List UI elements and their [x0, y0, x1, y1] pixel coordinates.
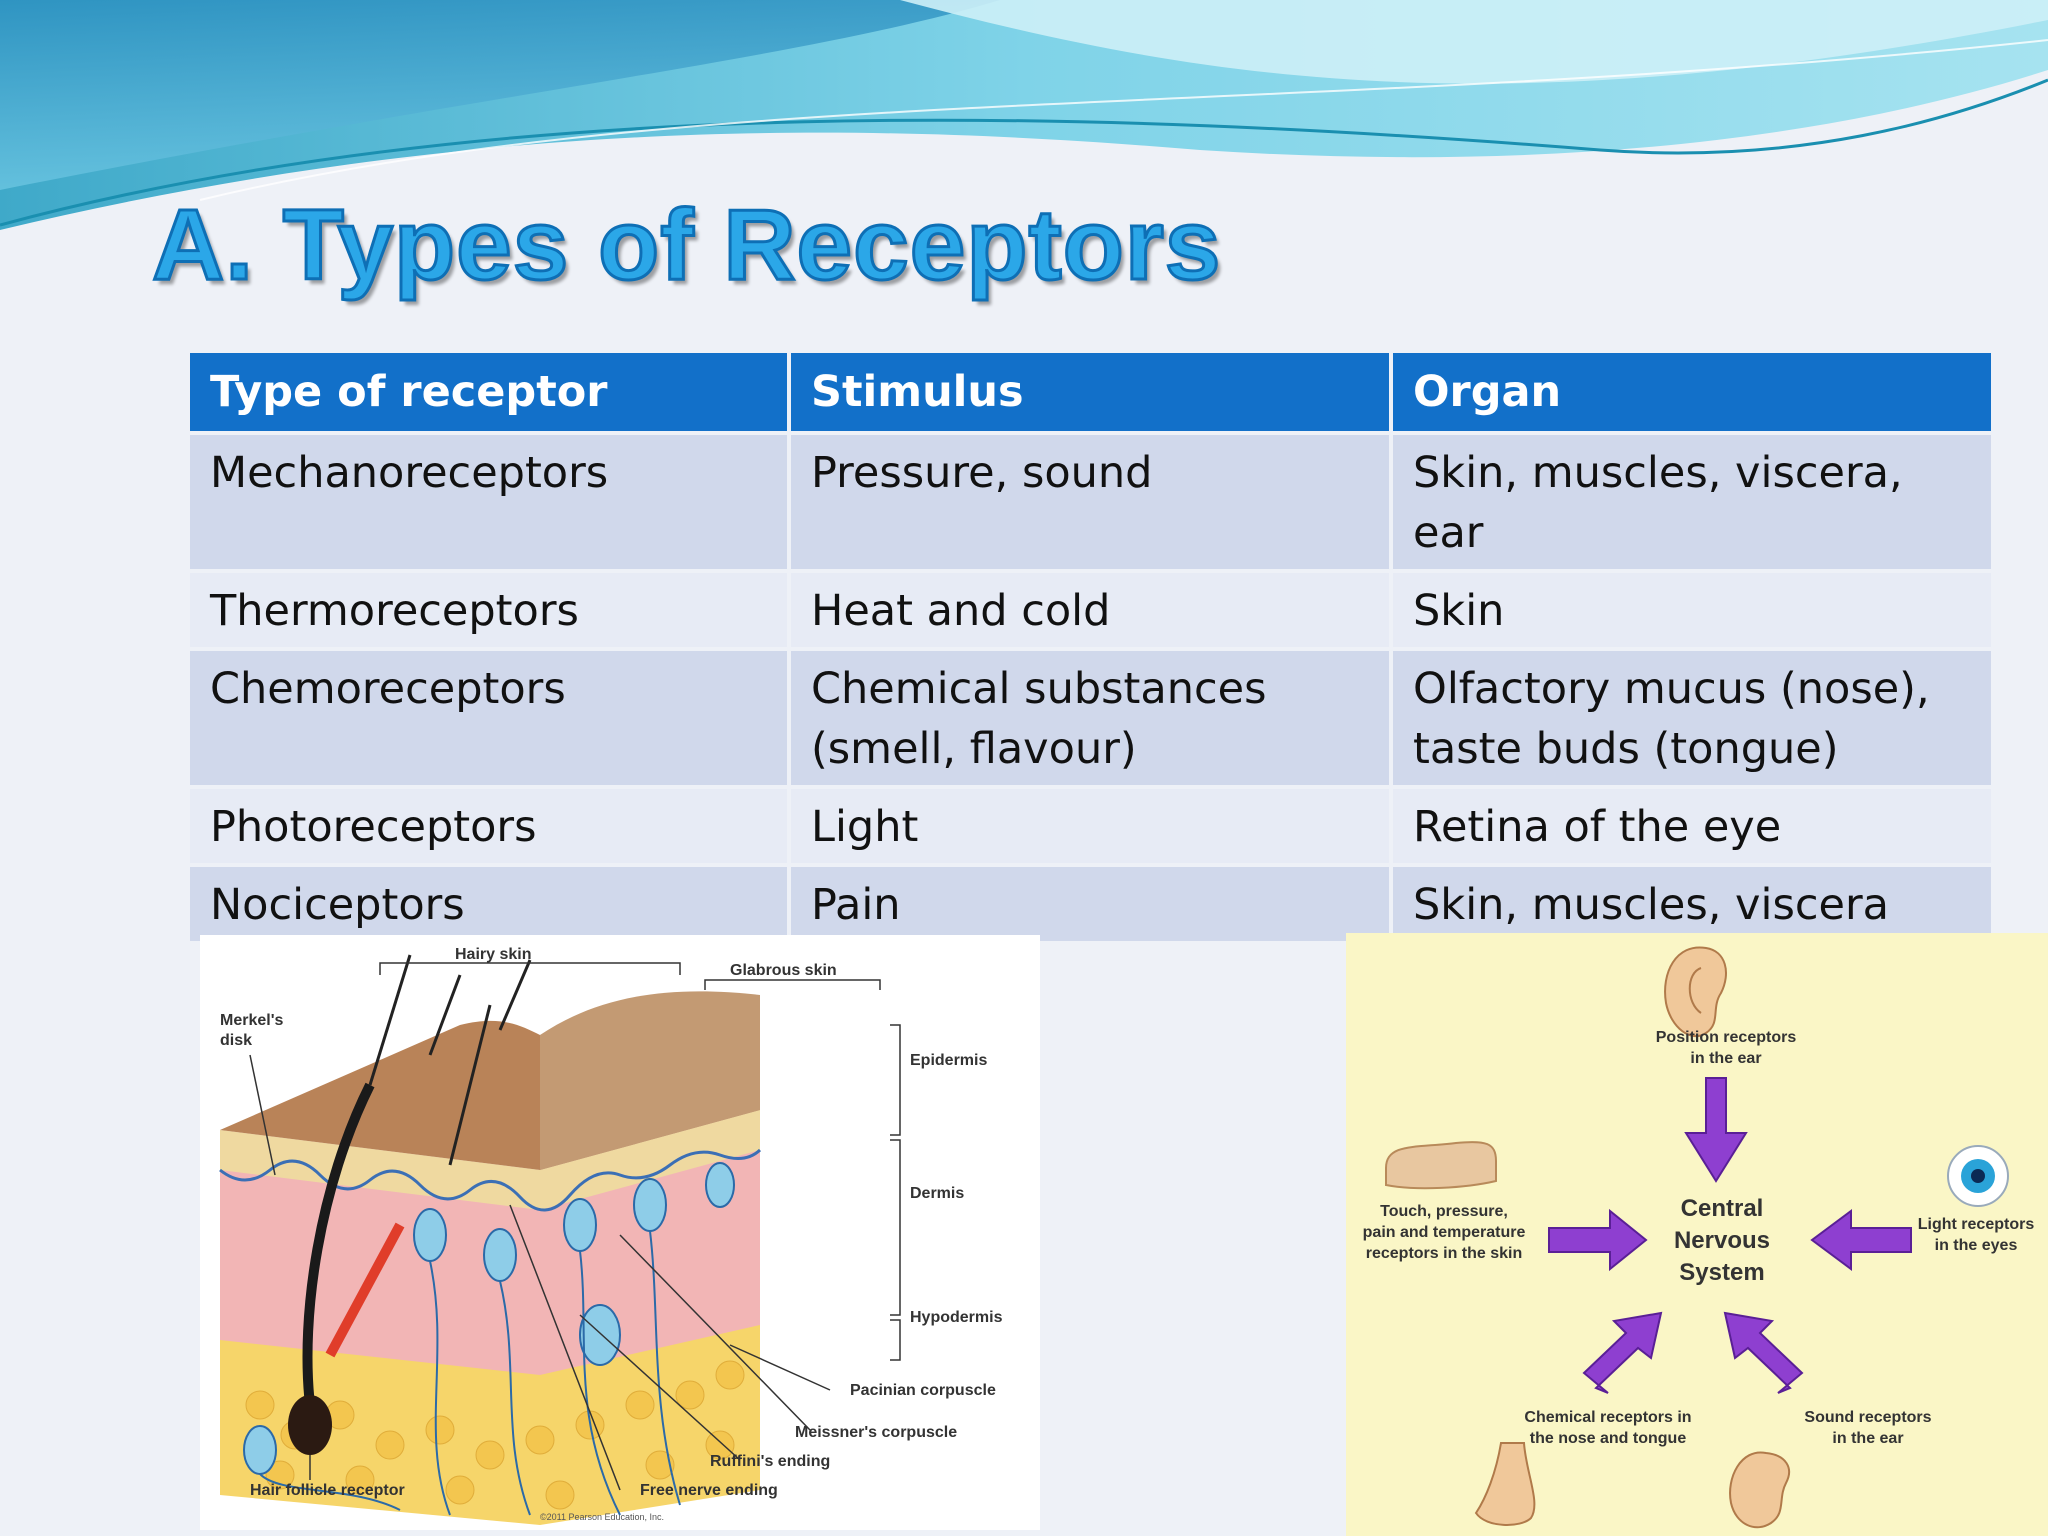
label-hairy-skin: Hairy skin: [455, 946, 531, 963]
label-hair-follicle-receptor: Hair follicle receptor: [250, 1482, 405, 1499]
table-row: Photoreceptors Light Retina of the eye: [186, 785, 1995, 867]
label-pacinian-corpuscle: Pacinian corpuscle: [850, 1382, 996, 1399]
label-position-receptors: Position receptors: [1656, 1029, 1797, 1046]
column-header-stimulus: Stimulus: [787, 349, 1393, 435]
table-row: Nociceptors Pain Skin, muscles, viscera: [186, 863, 1995, 945]
cell-stimulus-line: Chemical substances: [811, 664, 1267, 714]
column-header-type: Type of receptor: [186, 349, 791, 435]
cns-center-label: System: [1679, 1259, 1764, 1286]
label-touch-receptors: receptors in the skin: [1366, 1245, 1523, 1262]
label-light-receptors: Light receptors: [1918, 1216, 2035, 1233]
table-row: Chemoreceptors Chemical substances (smel…: [186, 647, 1995, 789]
nose-icon: [1474, 1442, 1536, 1526]
cell-type: Nociceptors: [186, 863, 791, 945]
eye-icon: [1947, 1145, 2009, 1207]
label-touch-receptors: pain and temperature: [1363, 1224, 1526, 1241]
label-ruffinis-ending: Ruffini's ending: [710, 1453, 830, 1470]
cell-organ: Skin, muscles, viscera: [1389, 863, 1995, 945]
label-merkels-disk: Merkel's: [220, 1012, 284, 1029]
cns-center-label: Nervous: [1674, 1227, 1770, 1254]
label-copyright: ©2011 Pearson Education, Inc.: [540, 1512, 664, 1522]
cell-type: Mechanoreceptors: [186, 431, 791, 573]
ear-icon: [1729, 1451, 1791, 1529]
label-hypodermis: Hypodermis: [910, 1309, 1003, 1326]
header-wave-decoration: [0, 0, 2048, 230]
table-row: Mechanoreceptors Pressure, sound Skin, m…: [186, 431, 1995, 573]
cell-stimulus: Pressure, sound: [787, 431, 1393, 573]
cell-organ: Skin, muscles, viscera, ear: [1389, 431, 1995, 573]
label-glabrous-skin: Glabrous skin: [730, 962, 837, 979]
skin-sample-icon: [1385, 1141, 1497, 1190]
cell-organ-line: Olfactory mucus (nose),: [1413, 664, 1930, 714]
ear-icon: [1664, 946, 1727, 1038]
cell-organ-line: taste buds (tongue): [1413, 724, 1839, 774]
cell-stimulus: Chemical substances (smell, flavour): [787, 647, 1393, 789]
cell-type: Chemoreceptors: [186, 647, 791, 789]
label-position-receptors: in the ear: [1690, 1050, 1761, 1067]
label-dermis: Dermis: [910, 1185, 964, 1202]
cell-organ: Skin: [1389, 569, 1995, 651]
table-header-row: Type of receptor Stimulus Organ: [186, 349, 1995, 435]
label-free-nerve-ending: Free nerve ending: [640, 1482, 778, 1499]
label-sound-receptors: Sound receptors: [1804, 1409, 1931, 1426]
label-merkels-disk: disk: [220, 1032, 252, 1049]
slide-title: A. Types of Receptors: [150, 188, 1222, 303]
cell-organ: Olfactory mucus (nose), taste buds (tong…: [1389, 647, 1995, 789]
cell-stimulus: Heat and cold: [787, 569, 1393, 651]
receptor-table: Type of receptor Stimulus Organ Mechanor…: [186, 349, 1995, 945]
cell-stimulus-line: (smell, flavour): [811, 724, 1137, 774]
label-chemical-receptors: the nose and tongue: [1530, 1430, 1687, 1447]
column-header-organ: Organ: [1389, 349, 1995, 435]
label-sound-receptors: in the ear: [1832, 1430, 1903, 1447]
cell-stimulus: Pain: [787, 863, 1393, 945]
label-chemical-receptors: Chemical receptors in: [1524, 1409, 1691, 1426]
cell-type: Thermoreceptors: [186, 569, 791, 651]
label-light-receptors: in the eyes: [1935, 1237, 2018, 1254]
table-row: Thermoreceptors Heat and cold Skin: [186, 569, 1995, 651]
skin-receptors-diagram: Hairy skin Glabrous skin Merkel's disk E…: [200, 935, 1040, 1530]
cell-stimulus: Light: [787, 785, 1393, 867]
cell-type: Photoreceptors: [186, 785, 791, 867]
label-meissners-corpuscle: Meissner's corpuscle: [795, 1424, 957, 1441]
label-epidermis: Epidermis: [910, 1052, 987, 1069]
label-touch-receptors: Touch, pressure,: [1380, 1203, 1508, 1220]
cns-receptors-diagram: Central Nervous System Position receptor…: [1346, 933, 2048, 1536]
cns-center-label: Central: [1681, 1195, 1764, 1222]
cell-organ: Retina of the eye: [1389, 785, 1995, 867]
